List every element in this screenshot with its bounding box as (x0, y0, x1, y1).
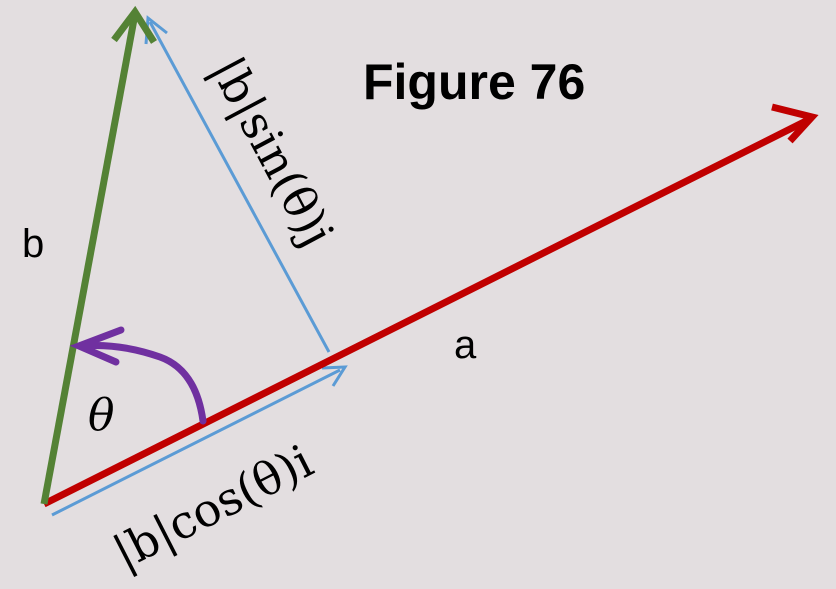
vector-b-label: b (22, 222, 44, 266)
vector-a-line (42, 116, 810, 508)
figure-title: Figure 76 (363, 54, 585, 110)
angle-arc-arrowhead (69, 326, 125, 366)
projection-parallel-line (51, 368, 341, 517)
angle-arc (78, 342, 207, 425)
vector-a-label: a (454, 323, 477, 367)
vector-b-arrowhead (111, 5, 157, 44)
projection-parallel-arrowhead (321, 365, 348, 387)
vector-a-arrowhead (771, 103, 819, 144)
angle-label: θ (88, 390, 115, 441)
projection-perpendicular-line (148, 21, 331, 353)
vector-b-line (40, 13, 139, 505)
